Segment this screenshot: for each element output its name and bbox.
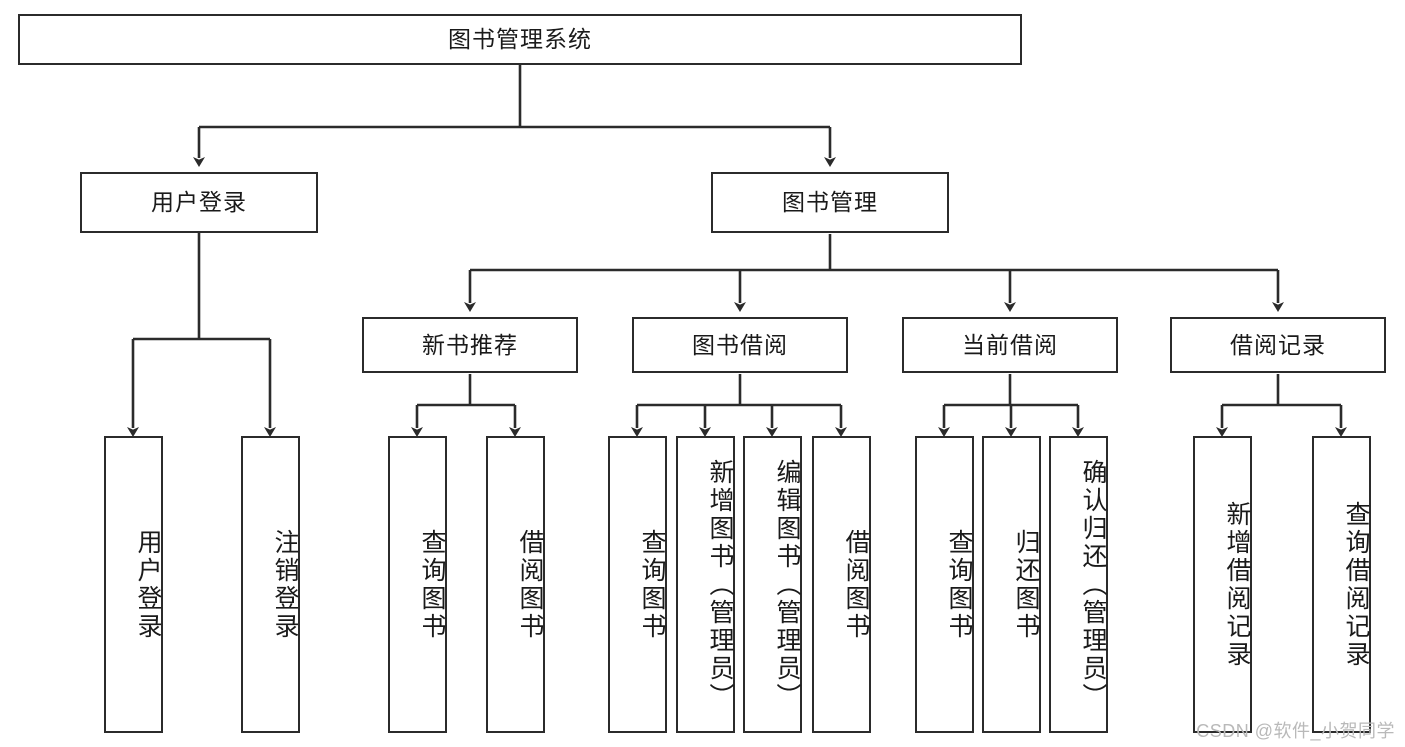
node-book-borrow[interactable]: 图书借阅 <box>632 317 848 373</box>
node-book-manage-label: 图书管理 <box>782 189 878 216</box>
leaf-confirm-return-label: 确认归还（管理员） <box>1079 458 1107 711</box>
leaf-logout-login-label: 注销登录 <box>271 528 299 641</box>
leaf-query-record-label: 查询借阅记录 <box>1342 500 1370 669</box>
node-user-login-label: 用户登录 <box>151 189 247 216</box>
node-book-borrow-label: 图书借阅 <box>692 331 788 358</box>
leaf-borrow-book-2[interactable]: 借阅图书 <box>812 436 871 733</box>
leaf-borrow-book-1[interactable]: 借阅图书 <box>486 436 545 733</box>
leaf-borrow-book-1-label: 借阅图书 <box>516 528 544 641</box>
leaf-query-book-3-label: 查询图书 <box>945 528 973 641</box>
node-borrow-record[interactable]: 借阅记录 <box>1170 317 1386 373</box>
leaf-query-book-2-label: 查询图书 <box>638 528 666 641</box>
csdn-watermark: CSDN @软件_小贺同学 <box>1196 721 1395 741</box>
leaf-user-login[interactable]: 用户登录 <box>104 436 163 733</box>
leaf-logout-login[interactable]: 注销登录 <box>241 436 300 733</box>
node-root[interactable]: 图书管理系统 <box>18 14 1022 65</box>
node-user-login[interactable]: 用户登录 <box>80 172 318 233</box>
leaf-user-login-label: 用户登录 <box>134 528 162 641</box>
leaf-edit-book-label: 编辑图书（管理员） <box>773 458 801 711</box>
node-root-label: 图书管理系统 <box>448 26 592 53</box>
leaf-confirm-return[interactable]: 确认归还（管理员） <box>1049 436 1108 733</box>
leaf-return-book[interactable]: 归还图书 <box>982 436 1041 733</box>
leaf-add-record-label: 新增借阅记录 <box>1223 500 1251 669</box>
node-new-book-recommend[interactable]: 新书推荐 <box>362 317 578 373</box>
leaf-query-book-3[interactable]: 查询图书 <box>915 436 974 733</box>
leaf-query-book-1-label: 查询图书 <box>418 528 446 641</box>
node-current-borrow[interactable]: 当前借阅 <box>902 317 1118 373</box>
node-new-book-recommend-label: 新书推荐 <box>422 331 518 358</box>
leaf-query-book-2[interactable]: 查询图书 <box>608 436 667 733</box>
leaf-add-record[interactable]: 新增借阅记录 <box>1193 436 1252 733</box>
leaf-query-book-1[interactable]: 查询图书 <box>388 436 447 733</box>
node-borrow-record-label: 借阅记录 <box>1230 331 1326 358</box>
node-current-borrow-label: 当前借阅 <box>962 331 1058 358</box>
node-book-manage[interactable]: 图书管理 <box>711 172 949 233</box>
leaf-add-book-label: 新增图书（管理员） <box>706 458 734 711</box>
leaf-borrow-book-2-label: 借阅图书 <box>842 528 870 641</box>
leaf-query-record[interactable]: 查询借阅记录 <box>1312 436 1371 733</box>
leaf-return-book-label: 归还图书 <box>1012 528 1040 641</box>
leaf-add-book[interactable]: 新增图书（管理员） <box>676 436 735 733</box>
leaf-edit-book[interactable]: 编辑图书（管理员） <box>743 436 802 733</box>
